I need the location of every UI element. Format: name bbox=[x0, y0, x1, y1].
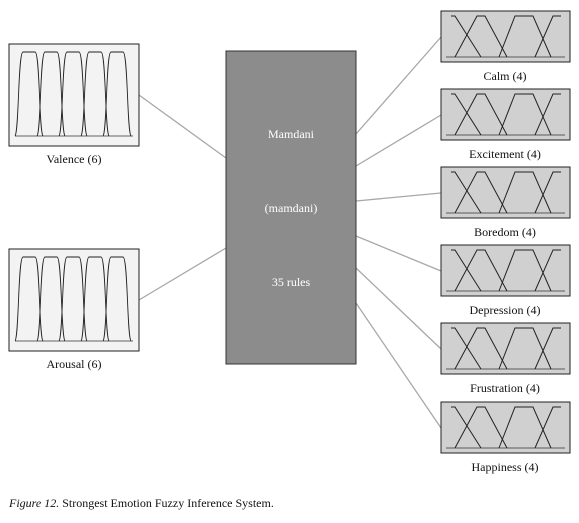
connector-arousal bbox=[138, 247, 227, 301]
membership-curve bbox=[534, 171, 561, 214]
input-arousal: Arousal (6) bbox=[8, 248, 140, 371]
membership-curve bbox=[454, 15, 508, 58]
membership-curve bbox=[534, 327, 561, 370]
connector-excitement bbox=[355, 114, 442, 167]
connector-frustration bbox=[355, 267, 442, 350]
figure-caption-text: Strongest Emotion Fuzzy Inference System… bbox=[59, 496, 274, 510]
engine-method: (mamdani) bbox=[265, 201, 318, 215]
output-label: Boredom (4) bbox=[474, 225, 536, 239]
membership-curve bbox=[14, 51, 44, 137]
connector-depression bbox=[355, 235, 442, 272]
engine-rule-count: 35 rules bbox=[272, 275, 311, 289]
output-depression: Depression (4) bbox=[440, 244, 571, 317]
output-happiness: Happiness (4) bbox=[440, 401, 571, 474]
membership-curve bbox=[534, 15, 561, 58]
membership-functions-plot bbox=[14, 51, 133, 137]
membership-curve bbox=[58, 51, 88, 137]
membership-curve bbox=[451, 171, 482, 214]
membership-curve bbox=[498, 171, 552, 214]
membership-curve bbox=[534, 249, 561, 292]
figure-number: Figure 12. bbox=[9, 496, 60, 510]
membership-curve bbox=[498, 327, 552, 370]
membership-curve bbox=[454, 93, 508, 136]
membership-curve bbox=[80, 51, 110, 137]
membership-functions-plot bbox=[14, 256, 133, 342]
output-excitement: Excitement (4) bbox=[440, 88, 571, 161]
membership-curve bbox=[102, 256, 132, 342]
connector-boredom bbox=[355, 192, 442, 202]
membership-curve bbox=[454, 406, 508, 449]
membership-functions-plot bbox=[446, 171, 565, 214]
membership-functions-plot bbox=[446, 15, 565, 58]
membership-functions-plot bbox=[446, 406, 565, 449]
membership-curve bbox=[451, 15, 482, 58]
membership-curve bbox=[454, 249, 508, 292]
membership-curve bbox=[36, 51, 66, 137]
output-label: Frustration (4) bbox=[470, 381, 540, 395]
membership-curve bbox=[498, 249, 552, 292]
membership-curve bbox=[454, 327, 508, 370]
connector-valence bbox=[138, 94, 227, 159]
connector-happiness bbox=[355, 302, 442, 429]
output-boredom: Boredom (4) bbox=[440, 166, 571, 239]
membership-curve bbox=[498, 93, 552, 136]
membership-curve bbox=[451, 249, 482, 292]
output-label: Depression (4) bbox=[470, 303, 541, 317]
membership-functions-plot bbox=[446, 327, 565, 370]
input-panel bbox=[8, 248, 140, 352]
membership-curve bbox=[534, 406, 561, 449]
engine-box bbox=[225, 50, 357, 365]
membership-curve bbox=[451, 327, 482, 370]
connector-calm bbox=[355, 36, 442, 135]
membership-curve bbox=[102, 51, 132, 137]
membership-functions-plot bbox=[446, 249, 565, 292]
engine-type: Mamdani bbox=[268, 127, 315, 141]
membership-curve bbox=[498, 15, 552, 58]
membership-curve bbox=[498, 406, 552, 449]
output-label: Calm (4) bbox=[484, 69, 527, 83]
membership-curve bbox=[36, 256, 66, 342]
output-frustration: Frustration (4) bbox=[440, 322, 571, 395]
membership-curve bbox=[58, 256, 88, 342]
output-label: Happiness (4) bbox=[472, 460, 539, 474]
inference-engine: Mamdani (mamdani) 35 rules bbox=[225, 50, 357, 365]
membership-curve bbox=[451, 406, 482, 449]
membership-curve bbox=[454, 171, 508, 214]
membership-curve bbox=[14, 256, 44, 342]
connectors bbox=[138, 36, 442, 429]
membership-curve bbox=[80, 256, 110, 342]
input-valence: Valence (6) bbox=[8, 43, 140, 166]
figure-caption: Figure 12. Strongest Emotion Fuzzy Infer… bbox=[9, 496, 274, 511]
output-calm: Calm (4) bbox=[440, 10, 571, 83]
input-label: Arousal (6) bbox=[47, 357, 102, 371]
membership-curve bbox=[451, 93, 482, 136]
output-label: Excitement (4) bbox=[469, 147, 541, 161]
input-panel bbox=[8, 43, 140, 147]
membership-functions-plot bbox=[446, 93, 565, 136]
membership-curve bbox=[534, 93, 561, 136]
input-label: Valence (6) bbox=[47, 152, 102, 166]
